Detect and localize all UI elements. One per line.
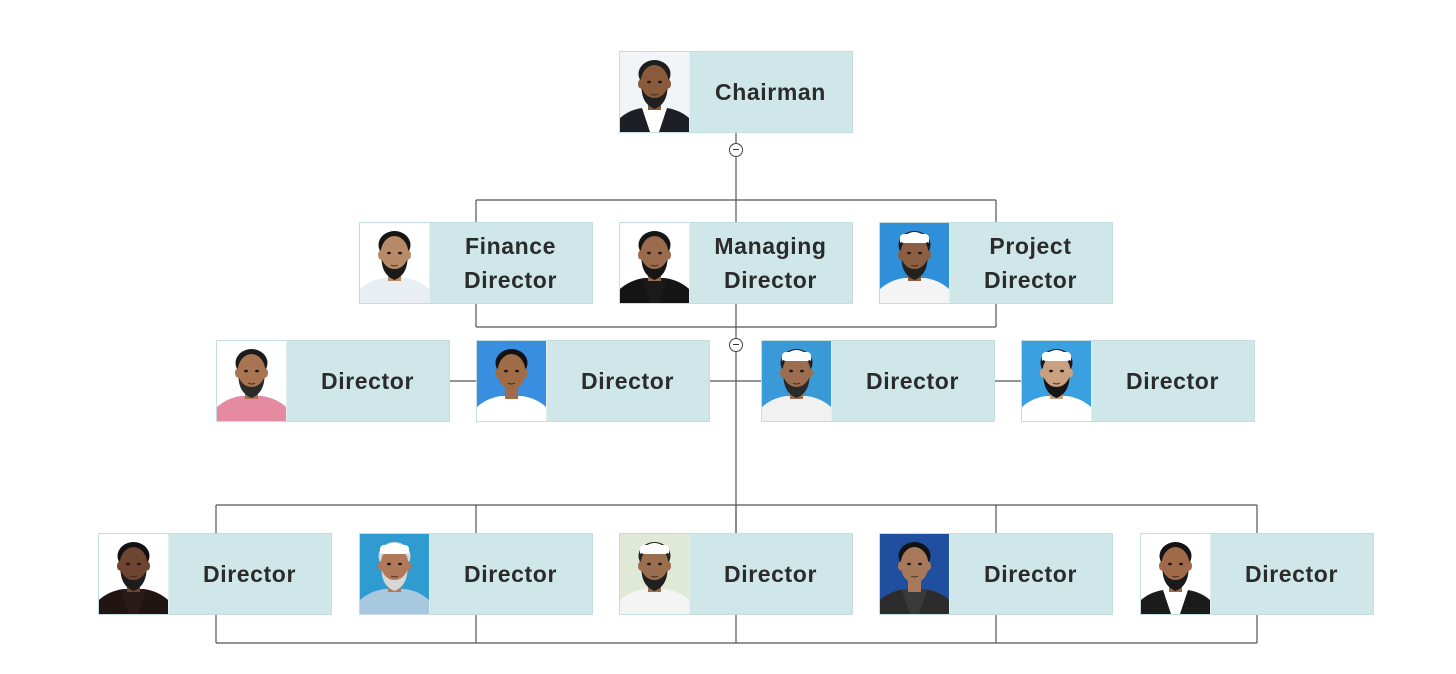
director-node[interactable]: Director [476, 340, 710, 422]
node-title: Managing Director [714, 233, 827, 293]
avatar [762, 341, 832, 421]
avatar [620, 52, 690, 132]
finance-director-node[interactable]: Finance Director [359, 222, 593, 304]
director-node[interactable]: Director [619, 533, 853, 615]
portrait-image [620, 52, 689, 132]
director-node[interactable]: Director [1021, 340, 1255, 422]
avatar [360, 534, 430, 614]
portrait-image [620, 223, 689, 303]
node-title: Director [724, 561, 817, 587]
portrait-image [880, 223, 949, 303]
node-title: Finance Director [464, 233, 557, 293]
node-title: Director [866, 368, 959, 394]
node-title: Director [581, 368, 674, 394]
node-title: Director [321, 368, 414, 394]
node-title: Project Director [984, 233, 1077, 293]
avatar [99, 534, 169, 614]
collapse-toggle-directors-icon[interactable] [729, 338, 743, 352]
director-node[interactable]: Director [761, 340, 995, 422]
avatar [880, 534, 950, 614]
node-title: Director [1126, 368, 1219, 394]
avatar [620, 223, 690, 303]
director-node[interactable]: Director [359, 533, 593, 615]
project-director-node[interactable]: Project Director [879, 222, 1113, 304]
managing-director-node[interactable]: Managing Director [619, 222, 853, 304]
avatar [620, 534, 690, 614]
portrait-image [1141, 534, 1210, 614]
portrait-image [620, 534, 689, 614]
portrait-image [1022, 341, 1091, 421]
portrait-image [360, 534, 429, 614]
avatar [217, 341, 287, 421]
node-title: Director [984, 561, 1077, 587]
avatar [477, 341, 547, 421]
portrait-image [477, 341, 546, 421]
chairman-node[interactable]: Chairman [619, 51, 853, 133]
collapse-toggle-chairman-icon[interactable] [729, 143, 743, 157]
node-title: Director [203, 561, 296, 587]
node-title: Chairman [715, 79, 826, 105]
avatar [1141, 534, 1211, 614]
director-node[interactable]: Director [879, 533, 1113, 615]
director-node[interactable]: Director [1140, 533, 1374, 615]
portrait-image [880, 534, 949, 614]
node-title: Director [1245, 561, 1338, 587]
node-title: Director [464, 561, 557, 587]
director-node[interactable]: Director [98, 533, 332, 615]
avatar [1022, 341, 1092, 421]
portrait-image [217, 341, 286, 421]
portrait-image [99, 534, 168, 614]
portrait-image [762, 341, 831, 421]
director-node[interactable]: Director [216, 340, 450, 422]
avatar [360, 223, 430, 303]
avatar [880, 223, 950, 303]
portrait-image [360, 223, 429, 303]
